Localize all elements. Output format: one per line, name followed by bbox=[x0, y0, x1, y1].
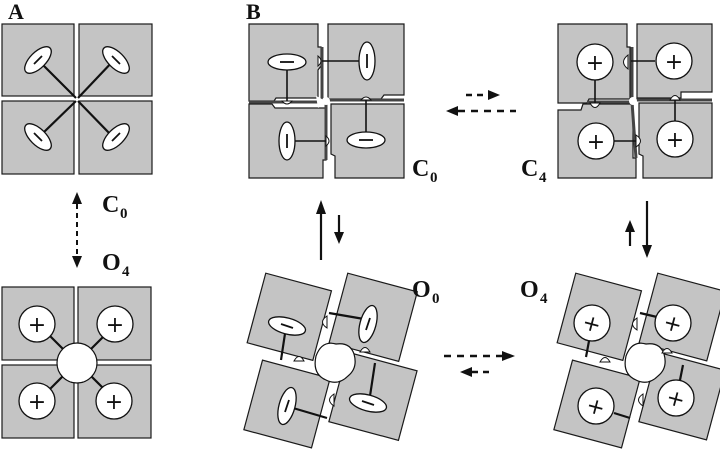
svg-text:0: 0 bbox=[430, 170, 438, 186]
linker bbox=[77, 58, 116, 99]
svg-text:C: C bbox=[521, 156, 538, 182]
voltage-sensor: + bbox=[18, 382, 56, 420]
svg-text:+: + bbox=[28, 390, 46, 415]
panel-label-a: A bbox=[8, 0, 24, 24]
transition-arrow-c4-o4 bbox=[625, 201, 652, 258]
voltage-sensor: + bbox=[577, 387, 615, 425]
svg-text:4: 4 bbox=[540, 291, 548, 307]
svg-text:0: 0 bbox=[120, 206, 128, 222]
linker bbox=[368, 362, 377, 397]
transition-arrow-o0-o4 bbox=[444, 351, 515, 377]
linker bbox=[292, 406, 328, 420]
svg-text:O: O bbox=[102, 250, 121, 276]
voltage-sensor: + bbox=[95, 382, 133, 420]
state-label-o0: O 0 bbox=[412, 277, 440, 307]
transition-arrow-c0-o0 bbox=[316, 200, 344, 260]
voltage-sensor: + bbox=[573, 304, 611, 342]
state-label-c0: C 0 bbox=[412, 156, 438, 186]
svg-text:O: O bbox=[412, 277, 431, 303]
voltage-sensor: + bbox=[656, 120, 694, 158]
voltage-sensor bbox=[346, 131, 386, 149]
voltage-sensor bbox=[102, 123, 130, 151]
voltage-sensor bbox=[267, 53, 307, 71]
svg-text:+: + bbox=[105, 390, 123, 415]
svg-text:0: 0 bbox=[432, 291, 440, 307]
state-label-a-open: O 4 bbox=[102, 250, 130, 280]
svg-text:4: 4 bbox=[539, 170, 547, 186]
voltage-sensor: + bbox=[576, 43, 614, 81]
transition-arrow-c0-c4 bbox=[446, 90, 516, 116]
panel-a-closed-channel bbox=[1, 23, 153, 175]
linker bbox=[328, 311, 365, 321]
subunit bbox=[246, 272, 333, 362]
voltage-sensor: + bbox=[18, 305, 56, 343]
svg-text:+: + bbox=[666, 128, 684, 153]
voltage-sensor bbox=[358, 41, 376, 81]
voltage-sensor bbox=[348, 393, 388, 413]
svg-text:C: C bbox=[102, 192, 119, 218]
svg-text:+: + bbox=[28, 313, 46, 338]
voltage-sensor: + bbox=[96, 305, 134, 343]
linker bbox=[77, 100, 112, 136]
state-o0-channel bbox=[243, 272, 419, 449]
panel-a-open-channel: + + + + bbox=[1, 286, 152, 439]
open-pore bbox=[314, 342, 356, 383]
linker bbox=[584, 340, 591, 358]
voltage-sensor bbox=[278, 121, 296, 161]
state-c4-channel: + + + + bbox=[557, 23, 713, 179]
transition-arrow-a bbox=[72, 192, 82, 268]
open-pore bbox=[624, 342, 666, 383]
state-label-o4: O 4 bbox=[520, 277, 548, 307]
svg-text:C: C bbox=[412, 156, 429, 182]
state-c0-channel bbox=[248, 23, 405, 179]
open-pore bbox=[56, 342, 98, 384]
svg-text:+: + bbox=[586, 51, 604, 76]
voltage-sensor bbox=[24, 123, 52, 151]
voltage-sensor bbox=[358, 304, 378, 344]
svg-text:+: + bbox=[587, 130, 605, 155]
linker bbox=[41, 63, 77, 99]
linker bbox=[613, 411, 631, 420]
voltage-sensor: + bbox=[577, 122, 615, 160]
state-label-a-closed: C 0 bbox=[102, 192, 128, 222]
svg-text:+: + bbox=[665, 50, 683, 75]
svg-text:O: O bbox=[520, 277, 539, 303]
linker bbox=[678, 364, 685, 381]
voltage-sensor bbox=[24, 46, 52, 74]
linker bbox=[42, 100, 77, 134]
voltage-sensor bbox=[277, 386, 297, 426]
voltage-sensor: + bbox=[657, 379, 695, 417]
panel-label-b: B bbox=[246, 0, 261, 24]
voltage-sensor: + bbox=[654, 304, 692, 342]
state-o4-channel: + + + + bbox=[553, 272, 720, 449]
voltage-sensor bbox=[267, 316, 307, 336]
svg-text:+: + bbox=[106, 313, 124, 338]
voltage-sensor bbox=[102, 46, 130, 74]
svg-text:4: 4 bbox=[122, 264, 130, 280]
state-label-c4: C 4 bbox=[521, 156, 547, 186]
voltage-sensor: + bbox=[655, 42, 693, 80]
linker bbox=[639, 311, 658, 319]
